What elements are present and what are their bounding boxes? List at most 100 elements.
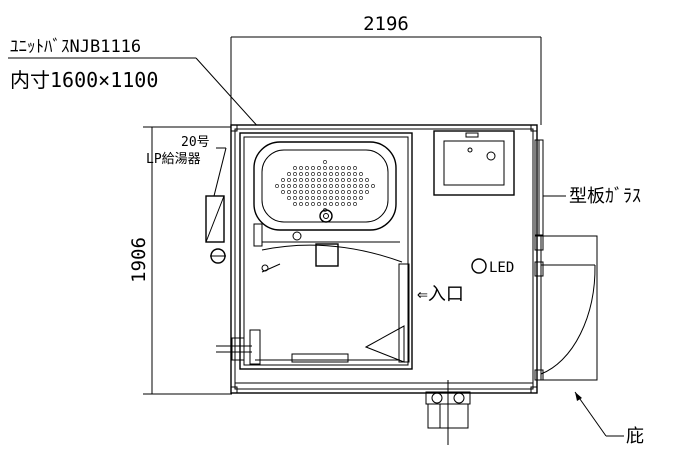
tub-dot: [311, 202, 315, 206]
tub-dot: [305, 172, 309, 176]
tub-dot: [335, 178, 339, 182]
tub-dot: [329, 190, 333, 194]
tub-dot: [323, 196, 327, 200]
tub-dot: [281, 178, 285, 182]
tub-dot: [323, 178, 327, 182]
tub-dot: [359, 172, 363, 176]
water-heater-unit: [205, 195, 226, 264]
tub-dot: [323, 190, 327, 194]
inner-size-label: 内寸1600×1100: [10, 68, 158, 92]
height-dimension-label: 1906: [128, 237, 150, 283]
tub-dot: [353, 190, 357, 194]
tub-dot: [281, 184, 285, 188]
tub-dot: [353, 196, 357, 200]
tub-dot: [359, 178, 363, 182]
tub-dot: [353, 166, 357, 170]
tub-dot: [323, 166, 327, 170]
bottom-drain: [425, 380, 471, 445]
tub-dot: [329, 178, 333, 182]
tub-dot: [359, 184, 363, 188]
led-light: LED: [471, 258, 514, 276]
heater-number-label: 20号: [181, 135, 210, 150]
tub-dot: [347, 190, 351, 194]
tub-dot-pattern: [275, 160, 375, 212]
tub-dot: [317, 166, 321, 170]
height-dimension: 1906: [128, 126, 232, 395]
tub-dot: [293, 202, 297, 206]
tub-dot: [353, 184, 357, 188]
tub-dot: [317, 202, 321, 206]
tub-dot: [341, 184, 345, 188]
tub-dot: [317, 178, 321, 182]
led-label: LED: [489, 260, 514, 276]
tub-dot: [287, 184, 291, 188]
tub-dot: [341, 202, 345, 206]
tub-dot: [323, 172, 327, 176]
eaves-callout: 庇: [574, 391, 644, 447]
tub-dot: [329, 202, 333, 206]
tub-dot: [317, 190, 321, 194]
tub-dot: [347, 184, 351, 188]
tub-dot: [293, 190, 297, 194]
tub-dot: [299, 166, 303, 170]
tub-dot: [365, 178, 369, 182]
tub-dot: [347, 196, 351, 200]
tub-dot: [335, 196, 339, 200]
tub-dot: [317, 172, 321, 176]
washbasin: [433, 130, 515, 196]
tub-dot: [287, 196, 291, 200]
tub-dot: [275, 184, 279, 188]
tub-dot: [299, 178, 303, 182]
tub-dot: [287, 178, 291, 182]
tub-dot: [371, 184, 375, 188]
door: [534, 235, 596, 381]
tub-dot: [311, 172, 315, 176]
tub-dot: [335, 202, 339, 206]
tub-dot: [347, 172, 351, 176]
entrance-label: ⇐入口: [417, 284, 464, 305]
tub-dot: [341, 196, 345, 200]
tub-dot: [311, 184, 315, 188]
tub-dot: [299, 172, 303, 176]
tub-dot: [305, 178, 309, 182]
tub-dot: [353, 172, 357, 176]
tub-dot: [305, 166, 309, 170]
tub-dot: [347, 178, 351, 182]
tub-dot: [323, 202, 327, 206]
eaves-label: 庇: [626, 426, 644, 447]
tub-dot: [365, 190, 369, 194]
window-right: [534, 139, 544, 236]
eaves-area: [540, 235, 598, 381]
tub-dot: [347, 202, 351, 206]
tub-dot: [359, 190, 363, 194]
tub-dot: [287, 190, 291, 194]
tub-dot: [293, 172, 297, 176]
tub-dot: [299, 202, 303, 206]
tub-dot: [293, 184, 297, 188]
model-name-label: ﾕﾆｯﾄﾊﾞｽNJB1116: [10, 37, 141, 57]
tub-dot: [317, 196, 321, 200]
tub-dot: [347, 166, 351, 170]
tub-dot: [293, 166, 297, 170]
tub-dot: [329, 166, 333, 170]
tub-dot: [293, 178, 297, 182]
tub-dot: [341, 172, 345, 176]
tub-dot: [359, 196, 363, 200]
tub-dot: [335, 184, 339, 188]
glass-label: 型板ｶﾞﾗｽ: [569, 186, 641, 207]
tub-dot: [335, 190, 339, 194]
tub-dot: [305, 190, 309, 194]
tub-dot: [341, 178, 345, 182]
tub-dot: [293, 196, 297, 200]
tub-dot: [365, 184, 369, 188]
width-dimension-label: 2196: [363, 13, 409, 35]
tub-dot: [353, 202, 357, 206]
water-heater-callout: 20号 LP給湯器: [146, 135, 227, 197]
tub-dot: [311, 178, 315, 182]
unit-bath: [239, 132, 413, 370]
tub-dot: [341, 190, 345, 194]
tub-dot: [281, 190, 285, 194]
tub-dot: [323, 160, 327, 164]
tub-dot: [305, 202, 309, 206]
